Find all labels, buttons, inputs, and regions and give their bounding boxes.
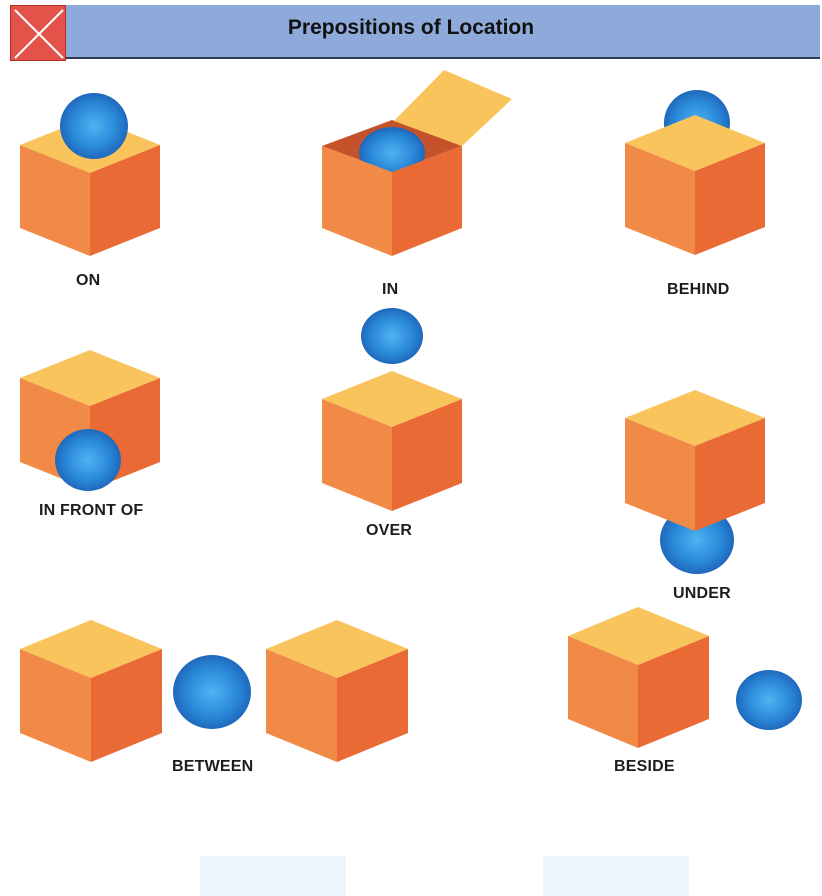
beside-scene (568, 607, 802, 748)
footer-button-right[interactable] (543, 856, 689, 896)
label-on: ON (76, 272, 100, 290)
between-scene (20, 620, 408, 762)
over-scene (322, 308, 462, 511)
cube (568, 607, 709, 748)
ball (173, 655, 251, 729)
under-scene (625, 390, 765, 574)
behind-scene (625, 90, 765, 255)
ball (60, 93, 128, 159)
cube (625, 115, 765, 255)
label-over: OVER (366, 522, 412, 540)
label-behind: BEHIND (667, 281, 730, 299)
in-scene (322, 70, 512, 256)
label-in: IN (382, 281, 398, 299)
cube-right (266, 620, 408, 762)
label-beside: BESIDE (614, 758, 675, 776)
in-front-of-scene (20, 350, 160, 491)
ball (361, 308, 423, 364)
cube (625, 390, 765, 531)
label-under: UNDER (673, 585, 731, 603)
cube-left (20, 620, 162, 762)
label-in-front-of: IN FRONT OF (39, 502, 143, 520)
footer-button-left[interactable] (200, 856, 346, 896)
cube (322, 371, 462, 511)
ball (55, 429, 121, 491)
on-scene (20, 93, 160, 256)
label-between: BETWEEN (172, 758, 253, 776)
ball (736, 670, 802, 730)
